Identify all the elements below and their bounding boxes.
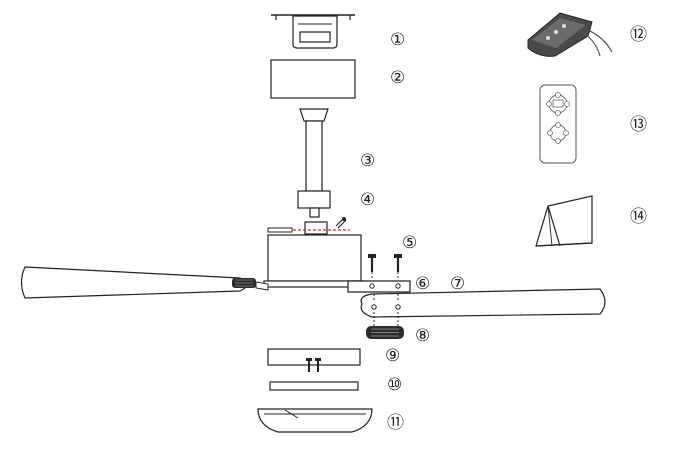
motor-housing <box>263 217 366 288</box>
downrod-coupling <box>297 190 331 218</box>
label-4: ④ <box>360 190 375 210</box>
receiver-unit <box>527 12 613 57</box>
canopy <box>270 59 356 99</box>
label-11: ⑪ <box>387 413 404 433</box>
mounting-bracket <box>271 14 355 49</box>
light-panel <box>269 381 359 391</box>
blade-grommet <box>366 326 404 339</box>
remote-control <box>539 84 577 164</box>
label-12: ⑫ <box>630 25 647 45</box>
label-10: ⑩ <box>387 375 402 395</box>
label-3: ③ <box>360 151 375 171</box>
blade-right <box>360 288 606 326</box>
blade-left <box>20 266 269 299</box>
label-13: ⑬ <box>630 115 647 135</box>
glass-cover <box>257 408 373 433</box>
label-5: ⑤ <box>402 233 417 253</box>
label-14: ⑭ <box>630 207 647 227</box>
label-6: ⑥ <box>415 274 430 294</box>
label-1: ① <box>390 30 405 50</box>
light-kit-plate <box>267 348 361 372</box>
label-2: ② <box>390 68 405 88</box>
blade-bracket <box>347 280 411 293</box>
blade-screws <box>368 254 402 280</box>
label-8: ⑧ <box>415 326 430 346</box>
label-7: ⑦ <box>450 274 465 294</box>
remote-holder <box>535 195 593 247</box>
downrod <box>299 108 329 192</box>
label-9: ⑨ <box>385 346 400 366</box>
